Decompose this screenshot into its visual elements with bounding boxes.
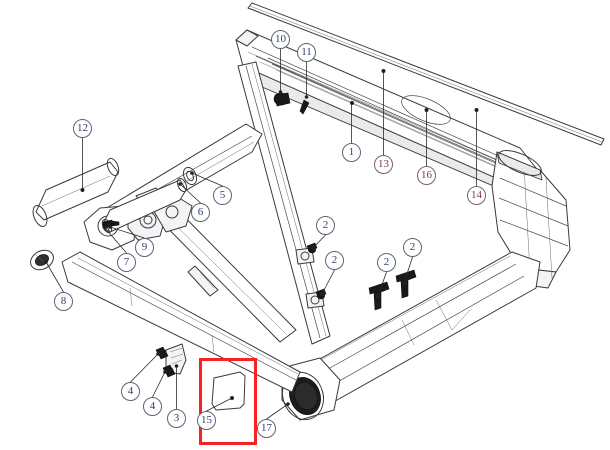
frame-protector-guard — [211, 371, 246, 411]
callout-9[interactable]: 9 — [135, 238, 154, 257]
bottom-bracket-shell — [281, 357, 341, 421]
callout-8[interactable]: 8 — [54, 292, 73, 311]
callout-17[interactable]: 17 — [257, 419, 276, 438]
callout-2[interactable]: 2 — [325, 251, 344, 270]
chainstay — [61, 251, 301, 393]
callout-16[interactable]: 16 — [417, 166, 436, 185]
seat-tube — [237, 61, 331, 345]
callout-4[interactable]: 4 — [121, 382, 140, 401]
rocker-link-assembly — [83, 195, 193, 251]
leader-lines — [44, 49, 479, 420]
callout-15[interactable]: 15 — [197, 411, 216, 430]
callout-4[interactable]: 4 — [143, 397, 162, 416]
main-pivot-axle — [32, 157, 120, 227]
callout-5[interactable]: 5 — [213, 186, 232, 205]
callout-3[interactable]: 3 — [167, 409, 186, 428]
callout-1[interactable]: 1 — [342, 143, 361, 162]
cover-screw-parts — [155, 346, 176, 378]
small-set-pin-part — [299, 99, 310, 115]
pivot-retaining-bolt-part — [102, 219, 120, 229]
callout-2[interactable]: 2 — [316, 216, 335, 235]
callout-7[interactable]: 7 — [117, 253, 136, 272]
callout-14[interactable]: 14 — [467, 186, 486, 205]
callout-13[interactable]: 13 — [374, 155, 393, 174]
upper-thin-tube — [247, 2, 605, 146]
pivot-bushing-sleeve — [182, 166, 198, 186]
callout-10[interactable]: 10 — [271, 30, 290, 49]
highlight-box-item-15 — [199, 358, 257, 445]
callout-2[interactable]: 2 — [403, 238, 422, 257]
callout-11[interactable]: 11 — [297, 43, 316, 62]
callout-2[interactable]: 2 — [377, 253, 396, 272]
callout-12[interactable]: 12 — [73, 119, 92, 138]
callout-6[interactable]: 6 — [191, 203, 210, 222]
